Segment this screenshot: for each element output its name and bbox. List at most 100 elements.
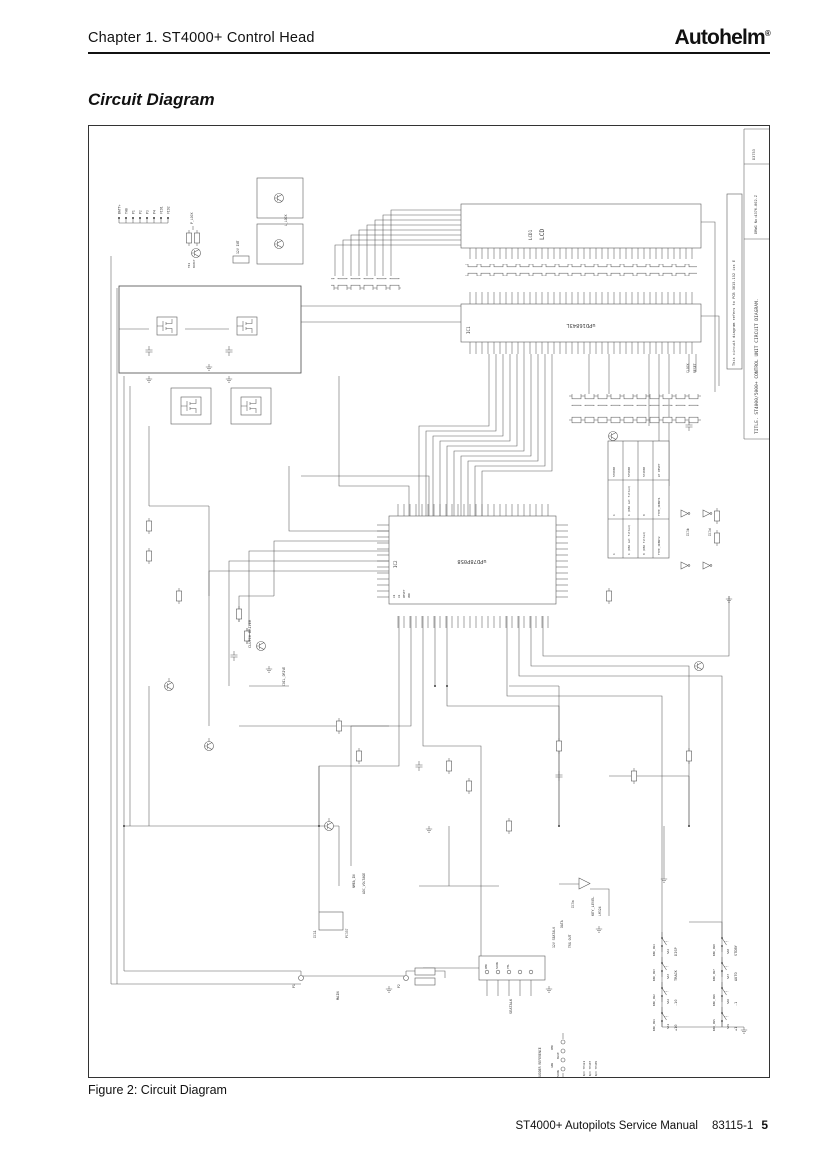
signal-label: BATT+ [118, 204, 122, 214]
keypad-key-label: STDBY [734, 944, 738, 956]
keypad-signal: KBD_IN6 [712, 994, 716, 1006]
doc-number: 83115-1 [711, 1120, 754, 1132]
keypad-key-label: AUTO [734, 972, 738, 981]
v12-int-box [232, 255, 250, 264]
chapter-heading: Chapter 1. ST4000+ Control Head [88, 30, 315, 46]
main-pin-p1 [298, 975, 304, 981]
opamp-ic5a [578, 877, 591, 890]
signal-label: FID1 [160, 206, 164, 214]
keypad-switch-ref: SA4 [666, 949, 670, 954]
keypad-key-label: TRACK [674, 969, 678, 981]
nc-testpoint: N/C TP121 [582, 1061, 586, 1076]
signal-label: P1 [132, 210, 136, 214]
keypad-signal: KBD_IN5 [712, 1019, 716, 1031]
varistor-1 [414, 967, 436, 976]
nmea-in-label: NMEA_IN [352, 874, 356, 888]
key-level-label: KEY_LEVEL [591, 897, 595, 916]
l-lock-label: L_LOCK [284, 214, 288, 226]
keypad-signal: KBD_IN2 [652, 994, 656, 1006]
rudder-wire-color: RED [550, 1045, 554, 1050]
mcu-ic [388, 515, 557, 605]
v12-int-label: 12V INT [236, 240, 240, 254]
p-lock-label: P_LOCK [190, 212, 194, 224]
brand-text: Autohelm [674, 26, 765, 49]
signal-label: P2 [139, 210, 143, 214]
adc-voltage-label: ADC_VOLTAGE [362, 873, 366, 894]
rudder-wire-color: GRN [550, 1063, 554, 1068]
seatalk-wire-color: RED [484, 964, 488, 969]
mcu-pin-reset: RESET [402, 589, 406, 598]
lcd-driver-ic [460, 303, 702, 343]
note-box [726, 193, 743, 370]
opamp-name-label: LM324 [598, 906, 602, 916]
coil-drive-label: COIL_DRIVE [282, 667, 286, 686]
mcu-ref-label: IC2 [393, 560, 398, 568]
opamp-ref-label: IC5a [571, 900, 575, 908]
signal-label: P3 [146, 210, 150, 214]
driver-name-label: uPD16843L [566, 322, 595, 328]
components [118, 193, 748, 1072]
section-title: Circuit Diagram [88, 90, 215, 109]
mcu-name-label: uPD78P058 [457, 558, 486, 564]
main-pin-p1-label: P1 [292, 984, 296, 988]
table-header: ST5000 [627, 467, 631, 477]
driver-pin-reset: RESET [693, 363, 697, 373]
mcu-pin-x1: X1 [392, 594, 396, 598]
circuit-diagram-figure: D3753 DRWG No:4376-802-Z TITLE. ST4000/5… [88, 125, 770, 1082]
keypad: KBD_IN4 KBD_IN3 KBD_IN2 KBD_IN1 SA4 SA3 … [652, 931, 738, 1032]
figure-caption: Figure 2: Circuit Diagram [88, 1083, 227, 1097]
seatalk-wire-color: YEL [506, 964, 510, 969]
keypad-key-label: +10 [674, 1025, 678, 1032]
seatalk-connector [478, 955, 546, 981]
lcd-block [460, 203, 702, 249]
pcb-note: This circuit diagram refers to PCB 3815-… [732, 260, 736, 366]
keypad-signal: KBD_IN3 [652, 969, 656, 981]
table-cell: 1 [612, 514, 616, 516]
main-label: MAIN [336, 991, 340, 1000]
keypad-switch-ref: SA3 [666, 974, 670, 979]
pin-combs [331, 248, 701, 628]
table-cell: TYPE_IDENT2 [657, 536, 661, 555]
mcu-pin-x2: X2 [397, 594, 401, 598]
registered-mark: ® [764, 29, 771, 38]
data-label: DATA [560, 920, 564, 928]
ic-labels: LCD1 LCD IC1 uPD16843L IC2 uPD78P058 X1 … [313, 229, 712, 938]
table-cell: TYPE_IDENT1 [657, 497, 661, 516]
blocks [118, 177, 743, 986]
schematic-title: TITLE. ST4000/5000+ CONTROL UNIT CIRCUIT… [754, 298, 760, 434]
corner-reference: D3753 [752, 149, 756, 160]
table-cell: 1 (R56 not fitted) [627, 485, 631, 516]
page-footer: ST4000+ Autopilots Service Manual 83115-1… [515, 1118, 768, 1132]
keypad-switch-ref: SA6 [726, 999, 730, 1004]
table-cell: 0 (R56 fitted) [642, 531, 646, 555]
main-pin-p2 [403, 975, 409, 981]
varistor-2 [414, 977, 436, 986]
manual-title: ST4000+ Autopilots Service Manual [515, 1120, 698, 1132]
rudder-wire-color: SCRN [556, 1070, 560, 1077]
seatalk-label: SEATALK [509, 998, 513, 1014]
page-number: 5 [761, 1118, 768, 1132]
drawing-number: DRWG No:4376-802-Z [754, 194, 758, 234]
nc-testpoint: N/C TP105 [594, 1061, 598, 1076]
keypad-key-label: -1 [734, 1002, 738, 1006]
signal-label: P4 [153, 210, 157, 214]
reset-type-table: AT RESET TYPE_IDENT1 TYPE_IDENT2 ST4000 … [607, 440, 670, 559]
optocoupler-box [318, 911, 344, 931]
keypad-switch-ref: SA2 [666, 999, 670, 1004]
opto-name-label: PC357 [345, 928, 349, 938]
table-header: AT RESET [657, 463, 661, 477]
inverter2-label: IC3d [708, 528, 712, 536]
main-pin-p2-label: P2 [397, 984, 401, 988]
power-section-box [118, 285, 302, 374]
keypad-signal: KBD_IN7 [712, 969, 716, 981]
signal-legend: BATT+ TH8 P1 P2 P3 P4 FID1 FID2 [118, 204, 171, 214]
keypad-switch-ref: SA7 [726, 974, 730, 979]
keypad-switch-ref: SA8 [726, 949, 730, 954]
keypad-signal: KBD_IN8 [712, 944, 716, 956]
opto-ref-label: IC11 [313, 930, 317, 938]
lcd-ref-label: LCD1 [528, 229, 533, 240]
signal-label: TH8 [125, 208, 129, 214]
header-rule [88, 52, 770, 54]
mcu-pin-vdd: VDD [407, 593, 411, 598]
